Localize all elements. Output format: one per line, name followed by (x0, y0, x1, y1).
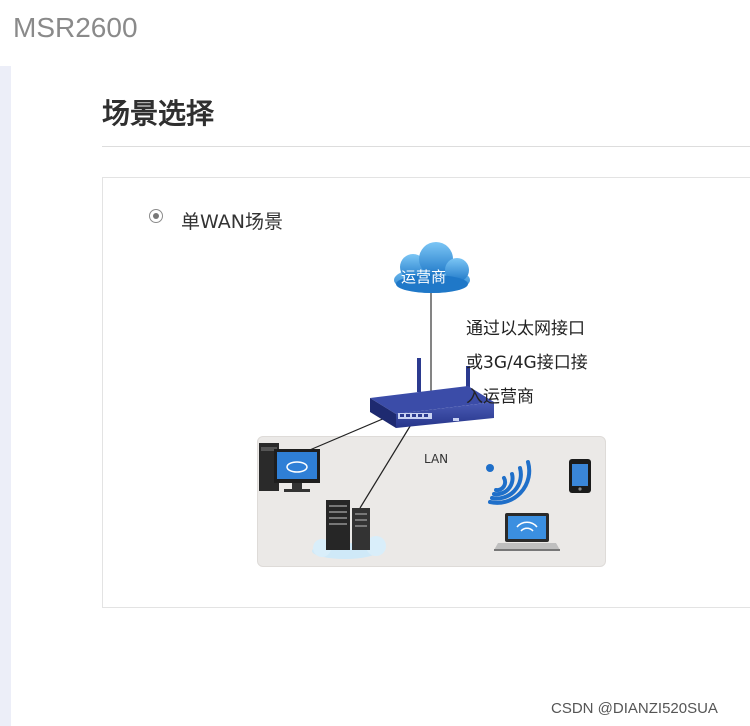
left-sidebar-strip (0, 66, 11, 726)
wifi-signal-icon (486, 460, 532, 505)
laptop-icon (494, 513, 560, 551)
pc-link-line (304, 417, 386, 453)
single-wan-radio[interactable] (149, 209, 163, 223)
title-divider (102, 146, 750, 147)
isp-label: 运营商 (401, 268, 447, 286)
desktop-pc-icon (259, 443, 320, 492)
router-icon (370, 358, 494, 428)
description-line-2: 或3G/4G接口接 (466, 353, 588, 373)
watermark: CSDN @DIANZI520SUA (551, 700, 718, 717)
page-title: 场景选择 (102, 97, 215, 130)
lan-label: LAN (424, 452, 449, 466)
description-line-1: 通过以太网接口 (466, 319, 585, 339)
cloud-icon (394, 242, 470, 293)
description-line-3: 入运营商 (466, 387, 534, 407)
single-wan-label[interactable]: 单WAN场景 (181, 211, 283, 233)
server-link-line (359, 422, 413, 509)
phone-icon (569, 459, 591, 493)
server-icon (312, 500, 386, 559)
brand-title: MSR2600 (13, 12, 138, 43)
top-bar: MSR2600 (0, 0, 750, 66)
